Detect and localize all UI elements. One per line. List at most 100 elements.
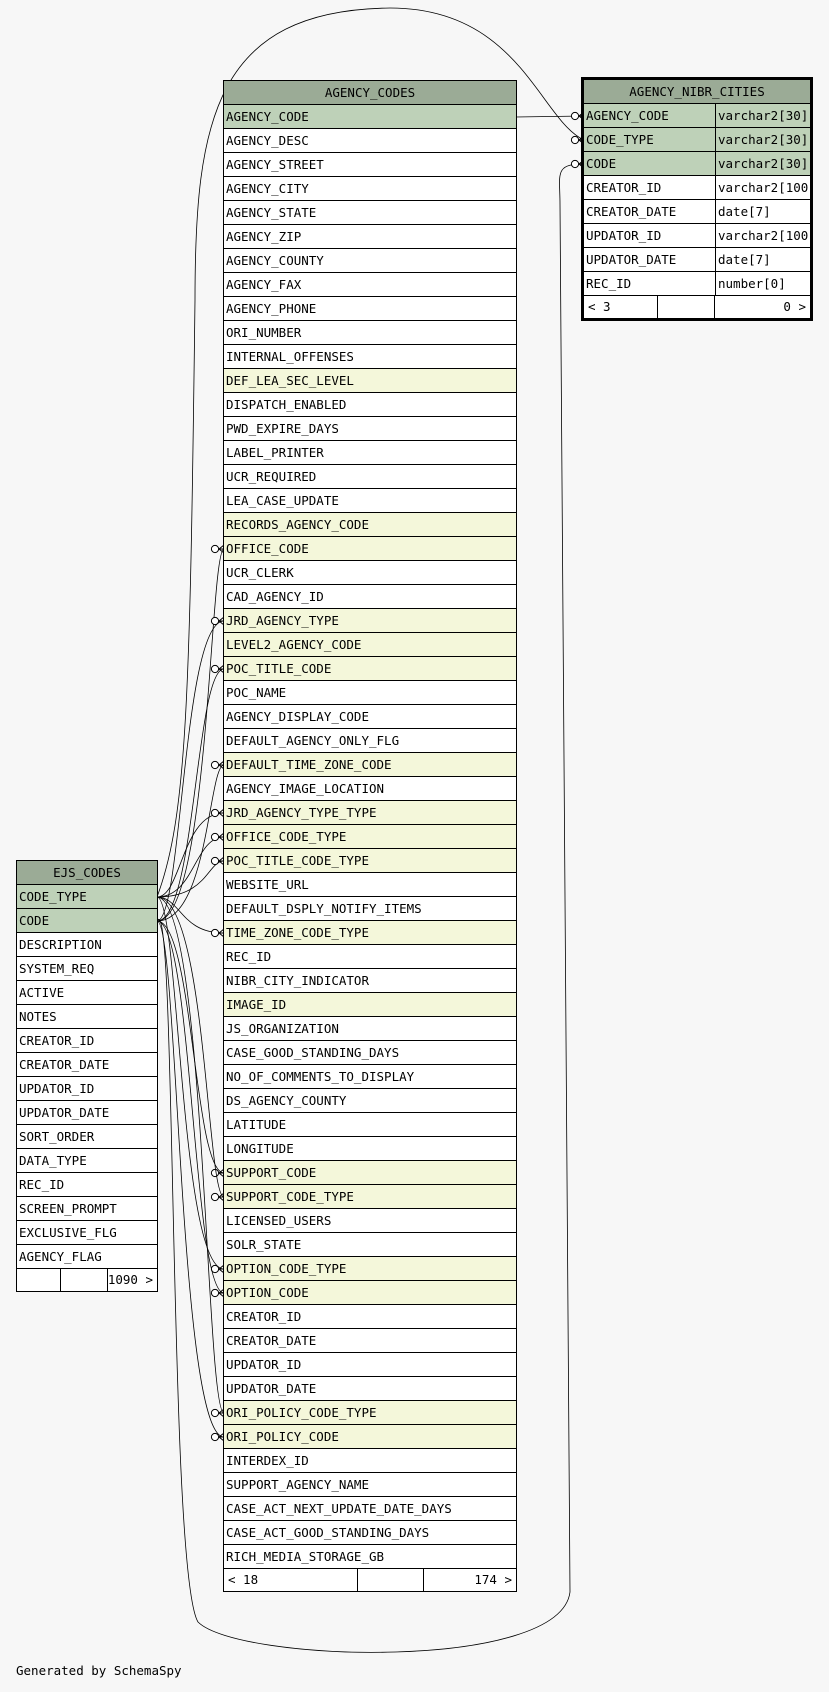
column-row[interactable]: ACTIVE (17, 981, 157, 1005)
column-row[interactable]: REC_ID (224, 945, 516, 969)
column-row[interactable]: AGENCY_STATE (224, 201, 516, 225)
column-row[interactable]: UPDATOR_ID (224, 1353, 516, 1377)
column-row[interactable]: AGENCY_ZIP (224, 225, 516, 249)
column-row[interactable]: POC_NAME (224, 681, 516, 705)
column-row[interactable]: AGENCY_PHONE (224, 297, 516, 321)
column-row[interactable]: DEFAULT_TIME_ZONE_CODE (224, 753, 516, 777)
table-title: AGENCY_CODES (224, 81, 516, 105)
column-row[interactable]: OPTION_CODE (224, 1281, 516, 1305)
column-row[interactable]: DATA_TYPE (17, 1149, 157, 1173)
column-row[interactable]: IMAGE_ID (224, 993, 516, 1017)
relationship-line (156, 896, 225, 1198)
column-row[interactable]: UCR_REQUIRED (224, 465, 516, 489)
column-row[interactable]: SORT_ORDER (17, 1125, 157, 1149)
column-row[interactable]: CAD_AGENCY_ID (224, 585, 516, 609)
column-row[interactable]: SUPPORT_CODE (224, 1161, 516, 1185)
column-row[interactable]: ORI_POLICY_CODE_TYPE (224, 1401, 516, 1425)
column-row[interactable]: DEFAULT_AGENCY_ONLY_FLG (224, 729, 516, 753)
column-row[interactable]: CASE_ACT_GOOD_STANDING_DAYS (224, 1521, 516, 1545)
column-row[interactable]: AGENCY_STREET (224, 153, 516, 177)
column-row[interactable]: AGENCY_CODE (224, 105, 516, 129)
column-row[interactable]: NIBR_CITY_INDICATOR (224, 969, 516, 993)
column-row[interactable]: AGENCY_COUNTY (224, 249, 516, 273)
column-row[interactable]: NO_OF_COMMENTS_TO_DISPLAY (224, 1065, 516, 1089)
column-row[interactable]: LABEL_PRINTER (224, 441, 516, 465)
column-name: JS_ORGANIZATION (226, 1021, 339, 1036)
column-row[interactable]: CODE (17, 909, 157, 933)
column-row[interactable]: CASE_GOOD_STANDING_DAYS (224, 1041, 516, 1065)
column-row[interactable]: LONGITUDE (224, 1137, 516, 1161)
column-row[interactable]: INTERNAL_OFFENSES (224, 345, 516, 369)
column-row[interactable]: CASE_ACT_NEXT_UPDATE_DATE_DAYS (224, 1497, 516, 1521)
column-row[interactable]: POC_TITLE_CODE (224, 657, 516, 681)
column-row[interactable]: CREATOR_ID (17, 1029, 157, 1053)
cardinality-circle (210, 928, 220, 938)
column-row[interactable]: DEFAULT_DSPLY_NOTIFY_ITEMS (224, 897, 516, 921)
column-row[interactable]: OFFICE_CODE (224, 537, 516, 561)
column-row[interactable]: AGENCY_FLAG (17, 1245, 157, 1269)
column-row[interactable]: CODE_TYPE (17, 885, 157, 909)
column-row[interactable]: AGENCY_FAX (224, 273, 516, 297)
column-row[interactable]: DISPATCH_ENABLED (224, 393, 516, 417)
column-row[interactable]: RICH_MEDIA_STORAGE_GB (224, 1545, 516, 1569)
column-row[interactable]: CREATOR_DATE (17, 1053, 157, 1077)
column-name: SUPPORT_AGENCY_NAME (226, 1477, 369, 1492)
column-row[interactable]: AGENCY_DISPLAY_CODE (224, 705, 516, 729)
column-row[interactable]: DEF_LEA_SEC_LEVEL (224, 369, 516, 393)
column-row[interactable]: LICENSED_USERS (224, 1209, 516, 1233)
column-row[interactable]: AGENCY_CITY (224, 177, 516, 201)
column-row[interactable]: RECORDS_AGENCY_CODE (224, 513, 516, 537)
column-row[interactable]: UPDATOR_DATE (17, 1101, 157, 1125)
column-row[interactable]: TIME_ZONE_CODE_TYPE (224, 921, 516, 945)
column-row[interactable]: LEA_CASE_UPDATE (224, 489, 516, 513)
column-row[interactable]: REC_ID (17, 1173, 157, 1197)
column-row[interactable]: JRD_AGENCY_TYPE (224, 609, 516, 633)
column-row[interactable]: JRD_AGENCY_TYPE_TYPE (224, 801, 516, 825)
column-row[interactable]: WEBSITE_URL (224, 873, 516, 897)
column-row[interactable]: ORI_POLICY_CODE (224, 1425, 516, 1449)
column-row[interactable]: SOLR_STATE (224, 1233, 516, 1257)
column-row[interactable]: ORI_NUMBER (224, 321, 516, 345)
column-name: JRD_AGENCY_TYPE_TYPE (226, 805, 377, 820)
column-row[interactable]: OFFICE_CODE_TYPE (224, 825, 516, 849)
column-row[interactable]: CREATOR_DATE (224, 1329, 516, 1353)
column-row[interactable]: DESCRIPTION (17, 933, 157, 957)
column-row[interactable]: PWD_EXPIRE_DAYS (224, 417, 516, 441)
column-row[interactable]: SUPPORT_AGENCY_NAME (224, 1473, 516, 1497)
column-name: UPDATOR_ID (586, 228, 662, 243)
column-row[interactable]: DS_AGENCY_COUNTY (224, 1089, 516, 1113)
column-row[interactable]: SCREEN_PROMPT (17, 1197, 157, 1221)
column-row[interactable]: UPDATOR_ID (17, 1077, 157, 1101)
column-row[interactable]: SYSTEM_REQ (17, 957, 157, 981)
relationship-line (156, 860, 225, 898)
column-row[interactable]: EXCLUSIVE_FLG (17, 1221, 157, 1245)
column-name: AGENCY_FLAG (19, 1249, 102, 1264)
column-name: AGENCY_STATE (226, 205, 317, 220)
column-row[interactable]: LEVEL2_AGENCY_CODE (224, 633, 516, 657)
column-row[interactable]: UCR_CLERK (224, 561, 516, 585)
column-row[interactable]: OPTION_CODE_TYPE (224, 1257, 516, 1281)
column-row[interactable]: LATITUDE (224, 1113, 516, 1137)
column-row[interactable]: AGENCY_DESC (224, 129, 516, 153)
column-row[interactable]: POC_TITLE_CODE_TYPE (224, 849, 516, 873)
column-name: UCR_CLERK (226, 565, 294, 580)
column-row[interactable]: NOTES (17, 1005, 157, 1029)
column-row[interactable]: SUPPORT_CODE_TYPE (224, 1185, 516, 1209)
column-row[interactable]: CREATOR_ID (224, 1305, 516, 1329)
column-row[interactable]: JS_ORGANIZATION (224, 1017, 516, 1041)
column-row[interactable]: UPDATOR_DATE (224, 1377, 516, 1401)
column-row[interactable]: INTERDEX_ID (224, 1449, 516, 1473)
column-row[interactable]: AGENCY_IMAGE_LOCATION (224, 777, 516, 801)
